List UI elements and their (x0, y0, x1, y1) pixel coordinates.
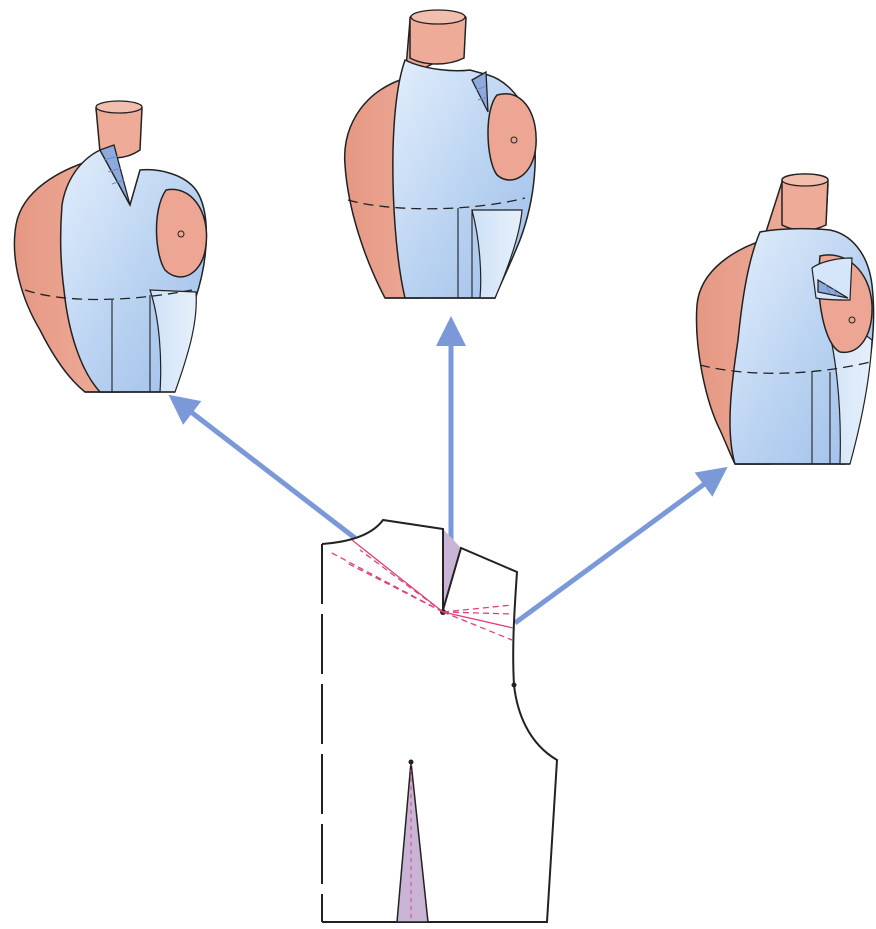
dress-form-neckline-dart (14, 101, 206, 392)
pivot-lines-armhole (443, 605, 513, 640)
bodice-pattern (322, 520, 557, 922)
form-armhole (488, 94, 536, 180)
neck-top (782, 174, 828, 186)
dress-form-armhole-dart (697, 174, 874, 464)
neck-top (96, 101, 142, 113)
neck-top (411, 10, 465, 24)
dress-form-shoulder-dart (345, 10, 536, 298)
pattern-waist-dart (397, 762, 428, 922)
pattern-outline (322, 520, 557, 922)
arrow-to-neckline (178, 402, 355, 538)
arrow-to-armhole (515, 474, 718, 623)
pivot-lines-neckline (330, 540, 443, 612)
